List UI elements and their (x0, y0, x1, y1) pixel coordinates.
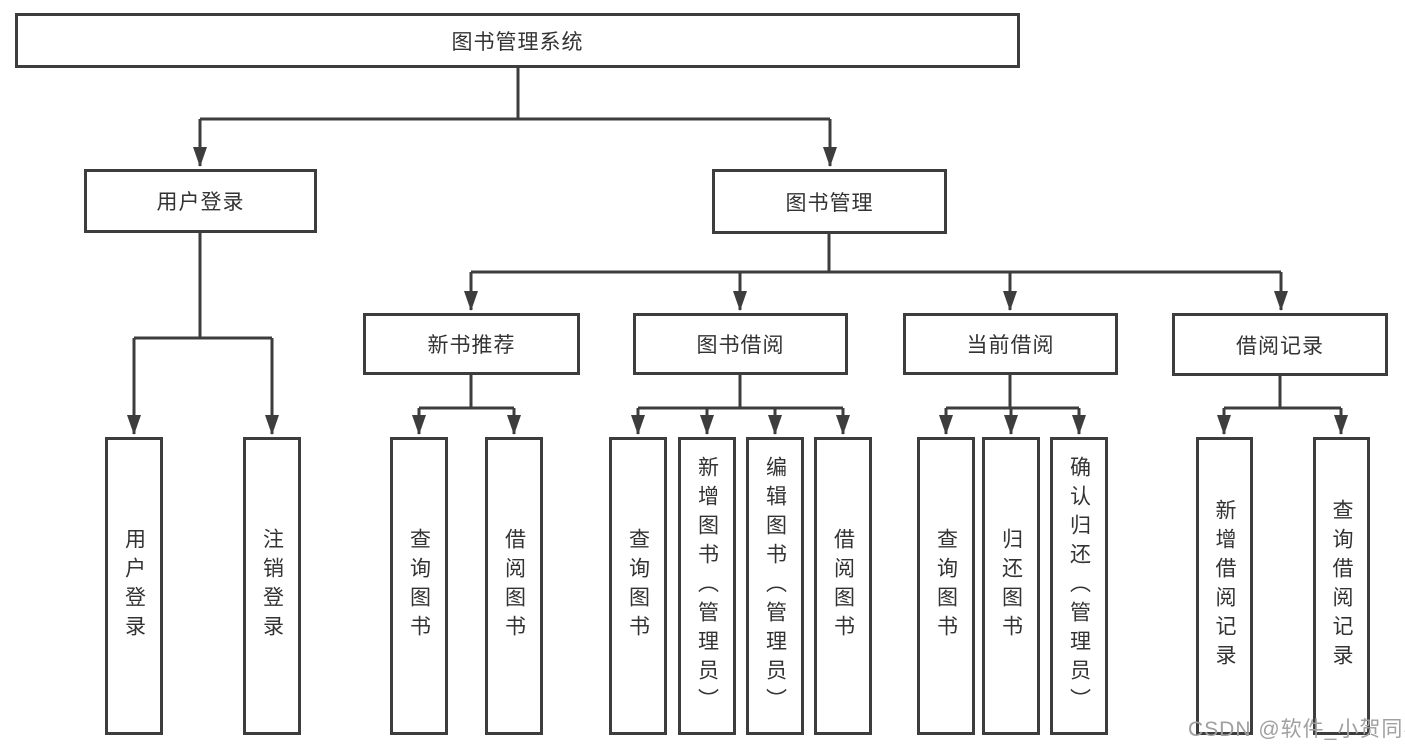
leaf-edit-book: 编辑图书（管理员） (746, 437, 804, 735)
leaf-add-record: 新增借阅记录 (1196, 437, 1253, 735)
node-book-borrow: 图书借阅 (633, 313, 848, 375)
leaf-query-book-1-label: 查询图书 (407, 528, 431, 644)
csdn-watermark: CSDN @软件_小贺同学 (1188, 718, 1405, 741)
leaf-query-book-1: 查询图书 (390, 437, 448, 735)
leaf-query-book-2: 查询图书 (609, 437, 667, 735)
leaf-confirm-return-label: 确认归还（管理员） (1067, 455, 1091, 717)
edges-user-login (127, 233, 279, 435)
leaf-edit-book-label: 编辑图书（管理员） (763, 455, 787, 717)
node-borrow-record-label: 借阅记录 (1236, 334, 1324, 358)
node-user-login-label: 用户登录 (156, 191, 245, 214)
root-node: 图书管理系统 (15, 13, 1020, 68)
leaf-confirm-return: 确认归还（管理员） (1050, 437, 1108, 735)
leaf-query-record-label: 查询借阅记录 (1330, 499, 1353, 673)
leaf-user-login-label: 用户登录 (122, 528, 146, 644)
node-new-book-label: 新书推荐 (427, 334, 516, 357)
node-current-borrow: 当前借阅 (903, 313, 1118, 375)
leaf-logout-label: 注销登录 (260, 528, 284, 644)
leaf-borrow-book-1: 借阅图书 (485, 437, 543, 735)
leaf-return-book-label: 归还图书 (999, 528, 1023, 644)
leaf-borrow-book-1-label: 借阅图书 (502, 528, 526, 644)
node-book-borrow-label: 图书借阅 (696, 334, 785, 357)
node-book-mgmt: 图书管理 (712, 169, 947, 234)
leaf-user-login: 用户登录 (105, 437, 163, 735)
edges-book-mgmt (464, 234, 1288, 311)
edges-new-book (412, 375, 521, 435)
edges-borrow-record (1217, 376, 1348, 435)
edges-root (193, 68, 837, 167)
leaf-logout: 注销登录 (243, 437, 301, 735)
leaf-query-record: 查询借阅记录 (1313, 437, 1370, 735)
node-book-mgmt-label: 图书管理 (785, 191, 874, 215)
root-node-label: 图书管理系统 (451, 30, 584, 54)
leaf-add-book: 新增图书（管理员） (678, 437, 736, 735)
edges-current-borrow (939, 375, 1086, 435)
leaf-add-record-label: 新增借阅记录 (1213, 499, 1236, 673)
node-user-login: 用户登录 (84, 169, 317, 233)
leaf-borrow-book-2-label: 借阅图书 (831, 528, 855, 644)
leaf-query-book-3-label: 查询图书 (934, 528, 958, 644)
leaf-add-book-label: 新增图书（管理员） (695, 455, 719, 717)
leaf-return-book: 归还图书 (982, 437, 1040, 735)
node-current-borrow-label: 当前借阅 (966, 334, 1055, 357)
edges-book-borrow (631, 375, 850, 435)
node-new-book: 新书推荐 (363, 313, 580, 375)
leaf-query-book-3: 查询图书 (917, 437, 975, 735)
leaf-borrow-book-2: 借阅图书 (814, 437, 872, 735)
node-borrow-record: 借阅记录 (1172, 313, 1388, 376)
leaf-query-book-2-label: 查询图书 (626, 528, 650, 644)
